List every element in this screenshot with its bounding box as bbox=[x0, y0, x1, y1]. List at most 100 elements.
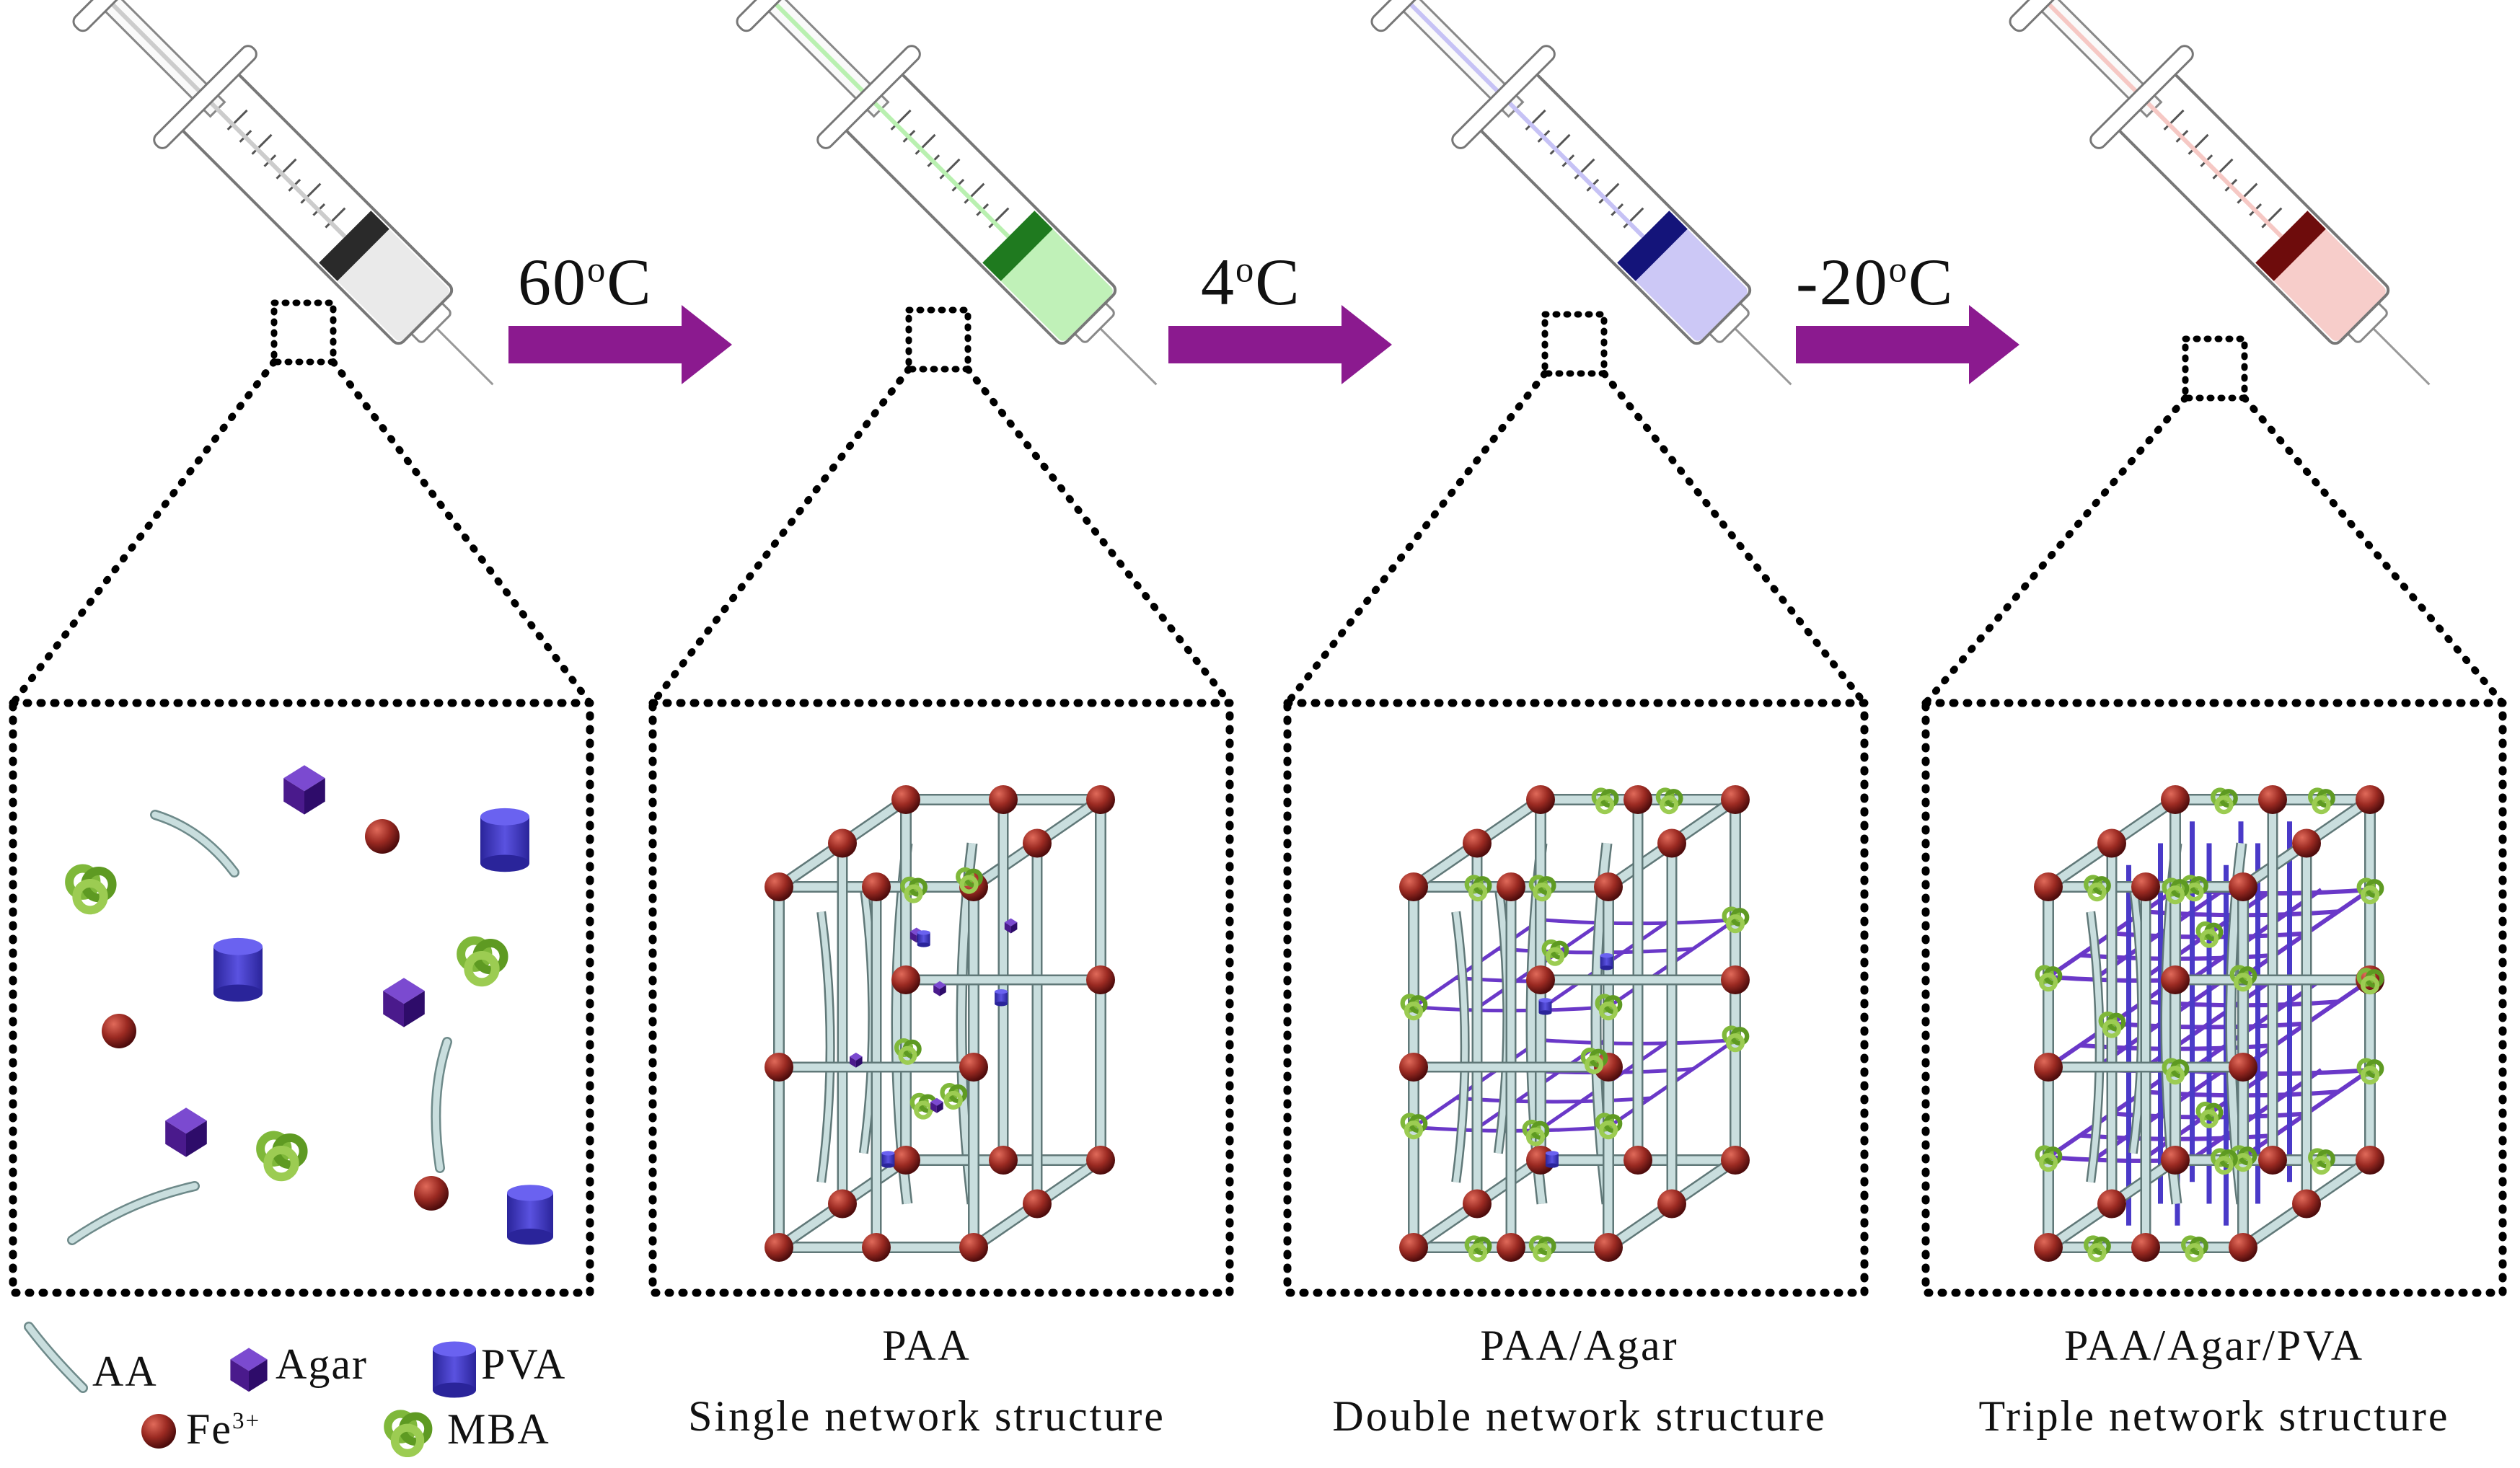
mba-crosslinker bbox=[384, 1410, 433, 1458]
syringe-flange bbox=[2089, 45, 2194, 149]
fe-ion bbox=[1526, 785, 1555, 814]
fe-ion bbox=[2258, 1146, 2287, 1175]
mba-crosslinker bbox=[1400, 994, 1428, 1021]
syringe-thumb-press bbox=[736, 0, 804, 32]
paa-agar-pva-triple-network bbox=[2034, 785, 2384, 1263]
syringe-flange bbox=[1451, 45, 1556, 149]
agar-molecule bbox=[930, 1097, 943, 1113]
agar-molecule bbox=[850, 1052, 863, 1068]
fe-ion bbox=[2229, 872, 2257, 901]
pva-molecule bbox=[213, 937, 263, 1002]
mba-crosslinker bbox=[2195, 1101, 2224, 1128]
syringe-paa-agar bbox=[1370, 0, 1792, 386]
caption-paa-agar-pva-name: PAA/Agar/PVA bbox=[2063, 1322, 2365, 1369]
magnify-line-left bbox=[1284, 370, 1548, 707]
mba-crosslinker bbox=[1400, 1113, 1428, 1140]
fe-ion bbox=[1624, 785, 1652, 814]
magnify-line-right bbox=[1600, 370, 1868, 707]
fe-ion bbox=[1086, 965, 1115, 994]
fe-ion bbox=[2356, 785, 2384, 814]
magnify-square bbox=[1541, 311, 1608, 377]
mba-crosslinker bbox=[457, 936, 508, 987]
fe-ion bbox=[2034, 1233, 2063, 1262]
fe-ion bbox=[2229, 1053, 2257, 1082]
legend-mba-label: MBA bbox=[447, 1405, 550, 1453]
magnify-line-right bbox=[964, 366, 1233, 707]
fe-ion bbox=[2034, 1053, 2063, 1082]
process-arrows bbox=[508, 305, 2019, 384]
magnify-square bbox=[2182, 335, 2248, 402]
mba-crosslinker bbox=[1580, 1047, 1608, 1074]
fe-ion bbox=[891, 1146, 920, 1175]
syringe-liquid bbox=[2273, 228, 2386, 341]
pva-molecule bbox=[1538, 998, 1552, 1015]
mba-crosslinker bbox=[2356, 1058, 2384, 1085]
fe-ion bbox=[2131, 872, 2160, 901]
fe-ion bbox=[2292, 828, 2321, 858]
magnify-square bbox=[905, 306, 972, 373]
mba-crosslinker bbox=[256, 1131, 308, 1182]
detail-box-paa-agar bbox=[1283, 699, 1869, 1297]
mba-crosslinker bbox=[940, 1083, 968, 1110]
process-arrow-2 bbox=[1168, 305, 1392, 384]
pva-molecule bbox=[917, 930, 930, 947]
fe-ion bbox=[862, 1233, 891, 1262]
fe-ion bbox=[959, 1053, 988, 1082]
mba-crosslinker bbox=[2162, 877, 2190, 905]
mba-crosslinker bbox=[2162, 1058, 2190, 1085]
syringe-group bbox=[72, 0, 2431, 386]
agar-molecule bbox=[283, 765, 325, 815]
pva-molecule bbox=[507, 1185, 553, 1245]
magnify-square bbox=[270, 299, 337, 366]
paa-single-network bbox=[765, 785, 1115, 1262]
mba-crosslinker bbox=[2308, 1148, 2335, 1175]
syringe-plunger-tip bbox=[982, 211, 1053, 281]
fe-ion bbox=[2161, 1146, 2190, 1175]
fe-ion bbox=[2356, 1146, 2384, 1175]
fe-ion bbox=[2229, 1233, 2257, 1262]
fe-ion bbox=[141, 1414, 176, 1449]
mba-crosslinker bbox=[1464, 875, 1492, 902]
syringe-flange bbox=[153, 45, 257, 149]
fe-ion bbox=[2161, 785, 2190, 814]
magnify-line-left bbox=[1922, 394, 2189, 707]
fe-ion bbox=[2258, 785, 2287, 814]
pva-molecule bbox=[1600, 953, 1613, 970]
pva-molecule bbox=[881, 1151, 895, 1168]
mba-crosslinker bbox=[1522, 1119, 1550, 1146]
pva-molecule bbox=[1545, 1151, 1559, 1168]
fe-ion bbox=[1721, 785, 1750, 814]
caption-paa-desc: Single network structure bbox=[688, 1392, 1166, 1440]
fe-ion bbox=[1463, 828, 1492, 858]
mba-crosslinker bbox=[2084, 875, 2111, 902]
precursor-contents bbox=[65, 765, 553, 1245]
fe-ion bbox=[2097, 1189, 2126, 1219]
fe-ion bbox=[891, 785, 920, 814]
agar-molecule bbox=[383, 978, 425, 1027]
step-label-60C: 60oC bbox=[518, 245, 653, 319]
fe-ion bbox=[2034, 872, 2063, 901]
legend-aa-label: AA bbox=[92, 1348, 158, 1395]
magnifier-lines bbox=[9, 299, 2506, 707]
syringe-liquid bbox=[336, 228, 449, 341]
caption-paa-agar-desc: Double network structure bbox=[1332, 1392, 1827, 1440]
fe-ion bbox=[365, 819, 400, 854]
fe-ion bbox=[1594, 1233, 1623, 1262]
mba-crosslinker bbox=[2356, 968, 2384, 995]
agar-molecule bbox=[1004, 918, 1018, 934]
fe-ion bbox=[959, 1233, 988, 1262]
mba-crosslinker bbox=[900, 876, 928, 903]
mba-crosslinker bbox=[2195, 921, 2224, 948]
fe-ion bbox=[891, 965, 920, 994]
detail-box-paa bbox=[648, 699, 1234, 1297]
syringe-thumb-press bbox=[72, 0, 141, 32]
fe-ion bbox=[1399, 1233, 1428, 1262]
agar-molecule bbox=[933, 981, 946, 996]
fe-ion bbox=[1657, 828, 1686, 858]
step-label-4C: 4oC bbox=[1201, 245, 1301, 319]
mba-crosslinker bbox=[1595, 1113, 1623, 1140]
agar-molecule bbox=[230, 1348, 268, 1392]
fe-ion bbox=[1624, 1146, 1652, 1175]
